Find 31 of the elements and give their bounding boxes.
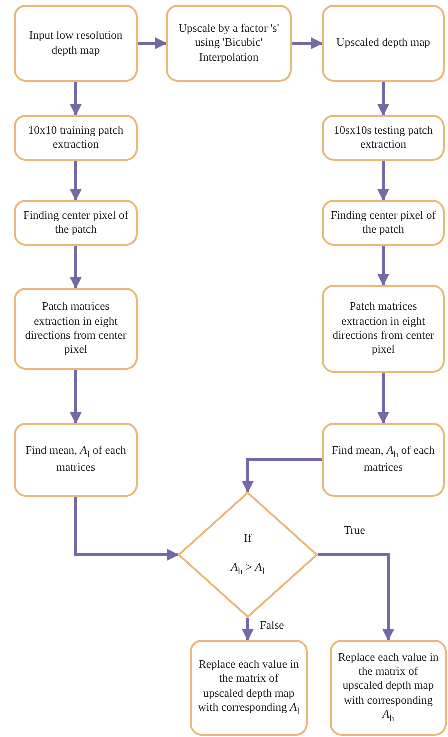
arrow <box>292 38 324 50</box>
node-text: A$_{h}$ > A$_{l}$ <box>231 560 265 578</box>
process-box: Finding center pixel of the patch <box>14 200 138 246</box>
process-box: 10x10 training patch extraction <box>14 115 138 161</box>
edge-label: False <box>258 620 286 632</box>
arrow <box>70 82 82 116</box>
arrow <box>378 373 390 424</box>
arrow <box>70 161 82 202</box>
process-box: Patch matrices extraction in eight directions from center pixel <box>14 288 138 370</box>
node-text: If <box>244 532 252 547</box>
process-box: Input low resolution depth map <box>14 5 138 82</box>
arrow <box>318 554 394 642</box>
arrow <box>378 161 390 202</box>
process-box: 10sx10s testing patch extraction <box>322 115 445 161</box>
arrow <box>70 370 82 424</box>
process-box: Find mean, A$_{l}$ of each matrices <box>14 423 138 497</box>
process-box: Finding center pixel of the patch <box>322 200 445 246</box>
arrow <box>378 82 390 116</box>
arrow <box>242 618 254 642</box>
arrow <box>138 38 168 50</box>
process-box: Upscale by a factor 's' using 'Bicubic' Interpolation <box>166 5 292 82</box>
arrow <box>70 246 82 290</box>
process-box: Replace each value in the matrix of upscaled depth map with corresponding A$_{h}$ <box>330 640 447 736</box>
process-box: Replace each value in the matrix of upscaled depth map with corresponding A$_{l}$ <box>190 640 308 736</box>
process-box: Upscaled depth map <box>322 5 445 82</box>
arrow <box>378 246 390 286</box>
arrow <box>242 458 322 494</box>
process-box: Find mean, A$_{h}$ of each matrices <box>322 423 445 497</box>
process-box: Patch matrices extraction in eight directions from center pixel <box>322 285 445 373</box>
edge-label: True <box>342 525 368 537</box>
arrow <box>74 497 180 561</box>
